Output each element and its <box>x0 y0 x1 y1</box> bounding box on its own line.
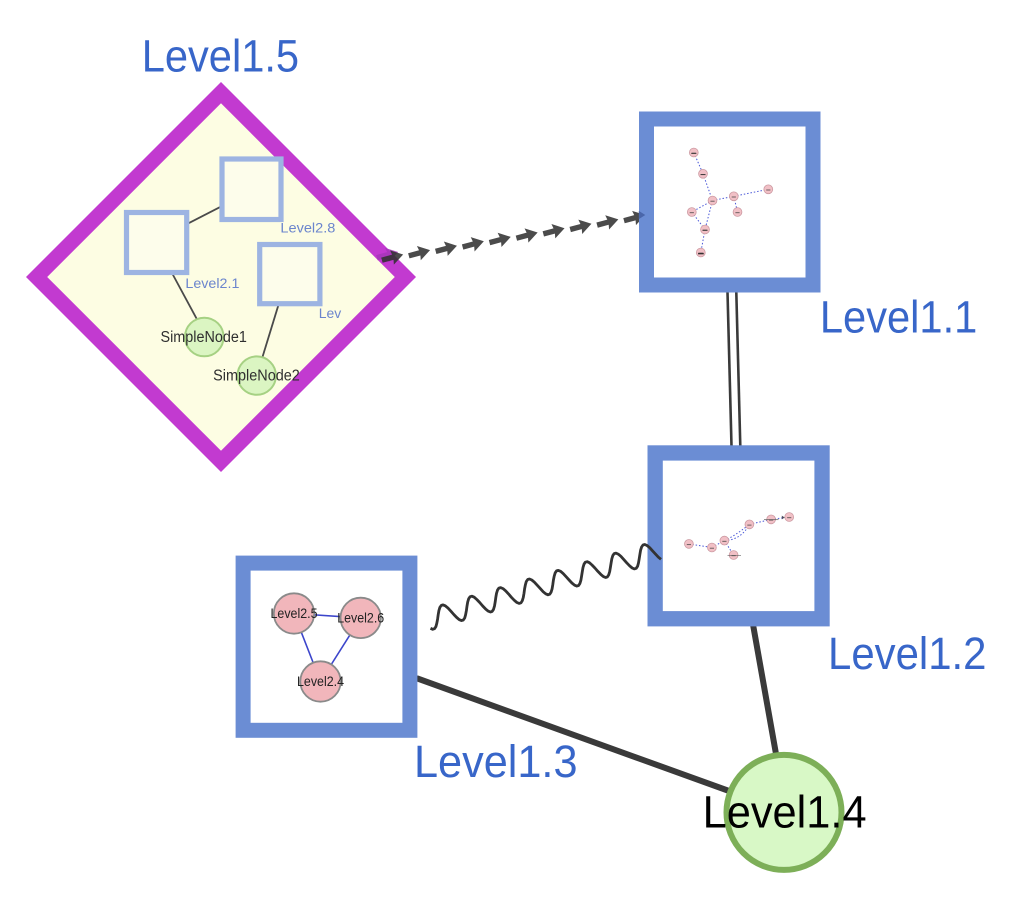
svg-text:Level2.1: Level2.1 <box>185 276 239 291</box>
svg-text:Level1.2: Level1.2 <box>828 628 987 679</box>
svg-text:SimpleNode1: SimpleNode1 <box>161 329 247 346</box>
svg-text:Level2.5: Level2.5 <box>271 606 318 621</box>
svg-text:Level2.6: Level2.6 <box>337 610 384 625</box>
svg-text:Level2.8: Level2.8 <box>280 220 335 235</box>
svg-text:Level2.4: Level2.4 <box>297 674 344 689</box>
svg-text:SimpleNode2: SimpleNode2 <box>213 368 300 385</box>
svg-text:Lev: Lev <box>319 306 342 321</box>
svg-text:Level1.3: Level1.3 <box>414 736 578 787</box>
svg-text:Level1.4: Level1.4 <box>703 786 867 837</box>
svg-text:Level1.1: Level1.1 <box>820 291 977 342</box>
svg-text:Level1.5: Level1.5 <box>142 31 299 82</box>
